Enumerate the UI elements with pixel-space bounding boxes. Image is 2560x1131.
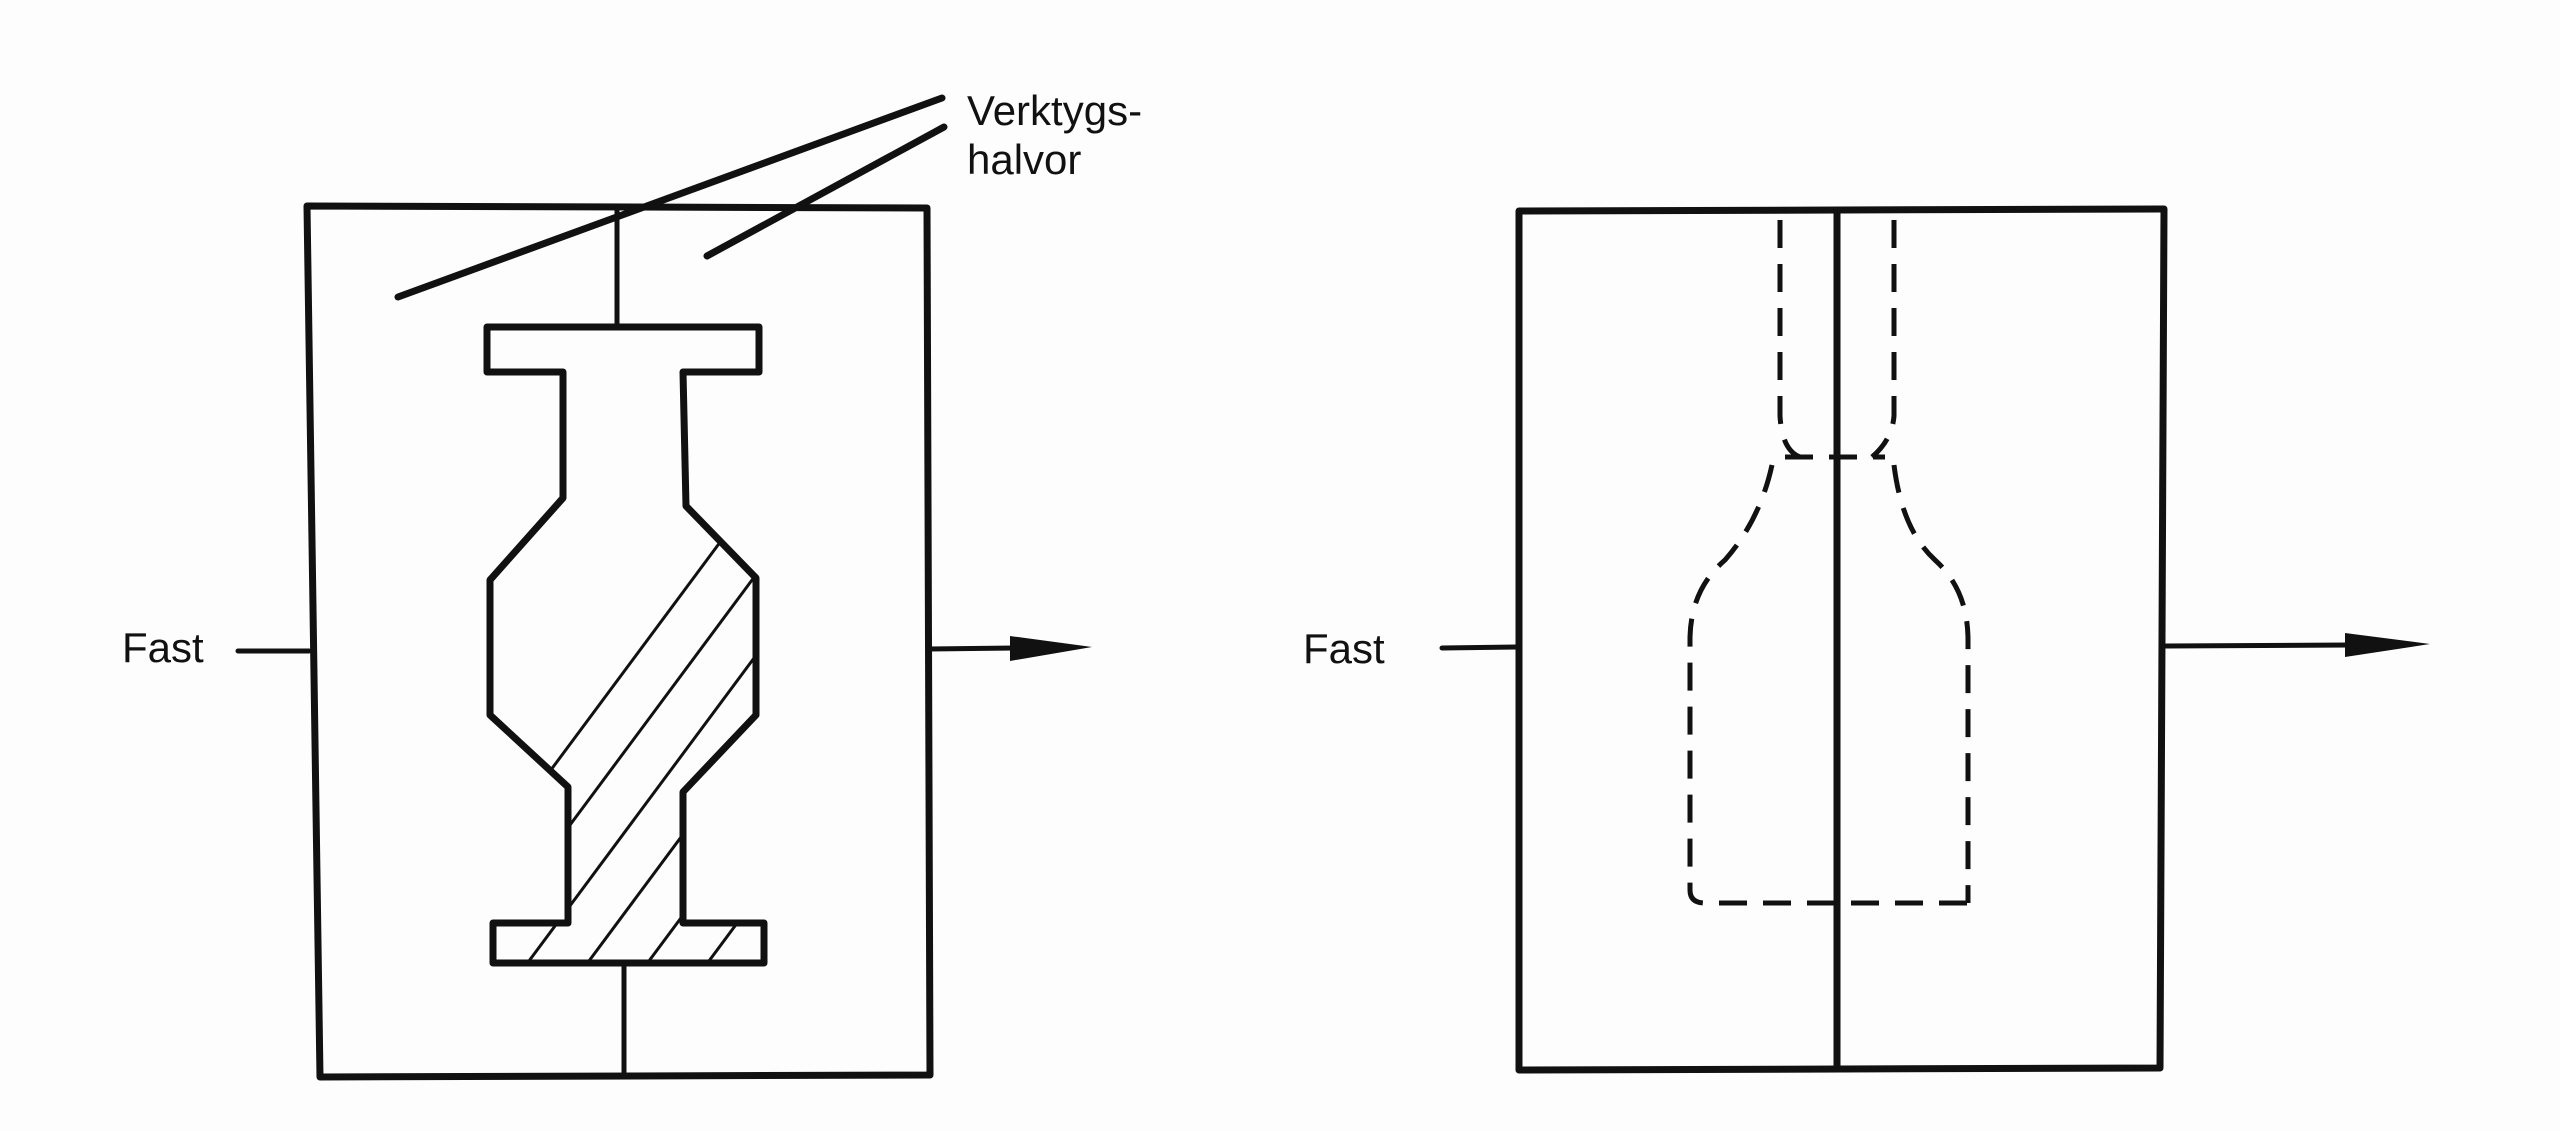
right-mold: Fast bbox=[1303, 205, 2430, 1074]
hatch-line bbox=[1160, 300, 1680, 1000]
hatch-line bbox=[558, 327, 764, 963]
hatch-line bbox=[487, 327, 764, 963]
callout-label-line1: Verktygs- bbox=[967, 87, 1142, 134]
fixed-label-left: Fast bbox=[122, 624, 204, 671]
cavity-hatching bbox=[487, 300, 1740, 1000]
movement-arrow-left-shaft bbox=[926, 645, 1018, 652]
movement-arrow-right-icon bbox=[2345, 633, 2430, 657]
fixed-line-right bbox=[1439, 644, 1520, 651]
callout-label-line2: halvor bbox=[967, 136, 1081, 183]
right-mold-outline bbox=[1515, 205, 2168, 1074]
fixed-label-right: Fast bbox=[1303, 625, 1385, 672]
bottle-outline-right bbox=[1870, 220, 1971, 903]
left-mold-outline bbox=[303, 202, 934, 1081]
left-mold: Verktygs- halvor Fast bbox=[122, 87, 1740, 1081]
leader-line-2 bbox=[703, 123, 948, 260]
cavity-outline bbox=[483, 323, 768, 967]
movement-arrow-left-icon bbox=[1010, 636, 1092, 661]
hatch-line bbox=[1040, 300, 1560, 1000]
bottle-outline-left bbox=[1687, 220, 1968, 906]
hatch-line bbox=[487, 327, 764, 963]
hatch-line bbox=[1220, 300, 1740, 1000]
movement-arrow-right-shaft bbox=[2163, 642, 2353, 649]
leader-line-1 bbox=[394, 94, 946, 301]
